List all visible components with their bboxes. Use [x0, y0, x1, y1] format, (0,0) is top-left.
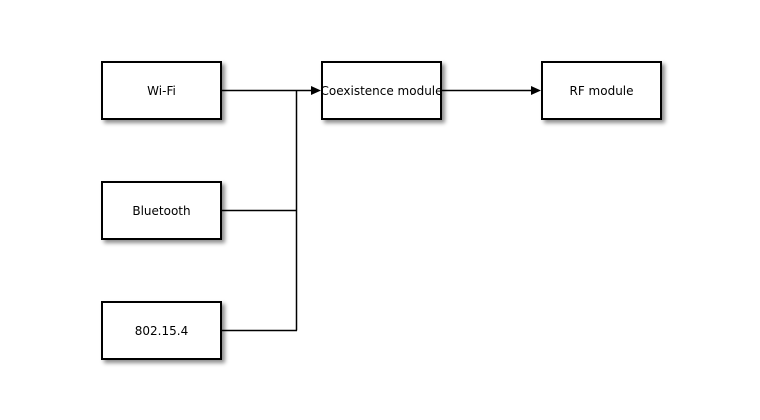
node-wifi[interactable]: Wi-Fi	[101, 61, 222, 120]
node-802-15-4-label: 802.15.4	[134, 323, 189, 338]
arrowhead-rf-input-icon	[531, 86, 541, 95]
node-coexistence-module[interactable]: Coexistence module	[320, 61, 443, 120]
node-wifi-label: Wi-Fi	[147, 83, 176, 98]
node-802-15-4[interactable]: 802.15.4	[101, 301, 222, 360]
node-bluetooth[interactable]: Bluetooth	[101, 181, 222, 240]
node-coexistence-module-label: Coexistence module	[320, 83, 443, 98]
node-rf-module-label: RF module	[569, 83, 634, 98]
node-bluetooth-label: Bluetooth	[132, 203, 191, 218]
node-rf-module[interactable]: RF module	[541, 61, 662, 120]
